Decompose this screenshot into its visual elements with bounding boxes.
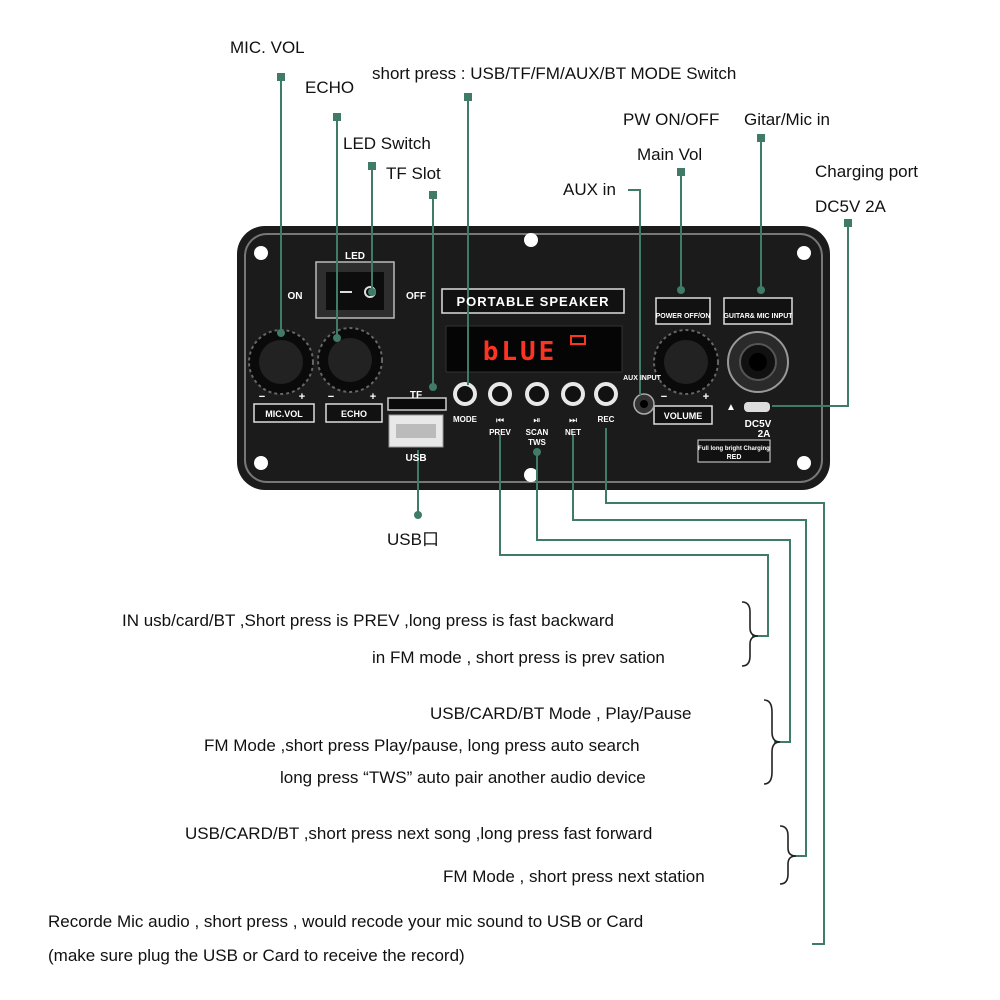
desc-rec-line-2: (make sure plug the USB or Card to recei… [48,946,465,965]
callout-mic-vol: MIC. VOL [230,38,305,57]
panel-red-label: RED [727,454,742,461]
desc-rec-line-1: Recorde Mic audio , short press , would … [48,912,644,931]
mount-hole-icon [797,246,811,260]
desc-scan-line-1: USB/CARD/BT Mode , Play/Pause [430,704,692,723]
echo-plus: + [370,391,376,403]
desc-scan-line-3: long press “TWS” auto pair another audio… [280,768,646,787]
prev-icon: ⏮ [496,415,504,425]
panel-aux-input-label: AUX INPUT [623,375,661,382]
mount-hole-icon [254,246,268,260]
mic-vol-plus: + [299,391,305,403]
desc-net-line-2: FM Mode , short press next station [443,867,705,886]
mode-button [453,382,477,406]
callout-pw-on-off: PW ON/OFF [623,110,720,129]
callout-charging-port: Charging port [815,162,919,181]
scan-button [525,382,549,406]
callout-usb-port: USB口 [387,530,439,549]
volume-plus: + [703,391,709,403]
panel-rec-label: REC [598,415,615,424]
mount-hole-icon [254,456,268,470]
desc-scan-line-2: FM Mode ,short press Play/pause, long pr… [204,736,640,755]
panel-tf-label: TF [410,390,422,401]
panel-prev-label: PREV [489,428,511,437]
mic-vol-minus: − [259,391,265,403]
callout-aux-in: AUX in [563,180,616,199]
callout-dc5v-2a: DC5V 2A [815,197,886,216]
panel-dc5v-label: DC5V [745,419,772,430]
prev-button [488,382,512,406]
callout-mode-switch: short press : USB/TF/FM/AUX/BT MODE Swit… [372,64,737,83]
guitar-mic-jack [727,331,789,393]
next-icon: ⏭ [569,415,577,425]
mic-vol-knob [248,329,314,395]
tf-card-slot [387,397,447,411]
panel-guitar-label: GUITAR& MIC INPUT [723,313,793,320]
echo-minus: − [328,391,334,403]
panel-tws-label: TWS [528,438,546,447]
desc-prev-line-1: IN usb/card/BT ,Short press is PREV ,lon… [122,611,614,630]
mount-hole-icon [524,468,538,482]
volume-minus: − [661,391,667,403]
panel-echo-label: ECHO [341,409,367,419]
rec-button [594,382,618,406]
callout-gitar-mic-in: Gitar/Mic in [744,110,830,129]
desc-net-line-1: USB/CARD/BT ,short press next song ,long… [185,824,653,843]
play-pause-icon: ⏯ [533,415,540,425]
aux-jack [633,393,655,415]
led-display [445,325,623,373]
panel-net-label: NET [565,428,581,437]
charging-port [744,402,770,412]
panel-power-label: POWER OFF/ON [656,313,711,320]
net-button [561,382,585,406]
panel-scan-label: SCAN [526,428,549,437]
panel-on-label: ON [288,291,303,302]
panel-usb-label: USB [405,453,426,464]
panel-2a-label: 2A [758,429,771,440]
panel-mode-label: MODE [453,415,478,424]
volume-knob [653,329,719,395]
panel-volume-label: VOLUME [664,411,703,421]
panel-title: PORTABLE SPEAKER [457,294,610,309]
callout-echo: ECHO [305,78,355,97]
mount-hole-icon [797,456,811,470]
callout-tf-slot: TF Slot [386,164,441,183]
panel-led-label: LED [345,251,365,262]
panel-off-label: OFF [406,291,426,302]
panel-full-note: Full long bright Charging [698,446,770,452]
callout-main-vol: Main Vol [637,145,703,164]
svg-text:▲: ▲ [726,402,736,413]
callout-led-switch: LED Switch [343,134,431,153]
mount-hole-icon [524,233,538,247]
panel-title-box [441,288,625,314]
display-text: bLUE [483,337,558,367]
echo-knob [317,327,383,393]
panel-mic-vol-label: MIC.VOL [265,409,303,419]
desc-prev-line-2: in FM mode , short press is prev sation [372,648,665,667]
